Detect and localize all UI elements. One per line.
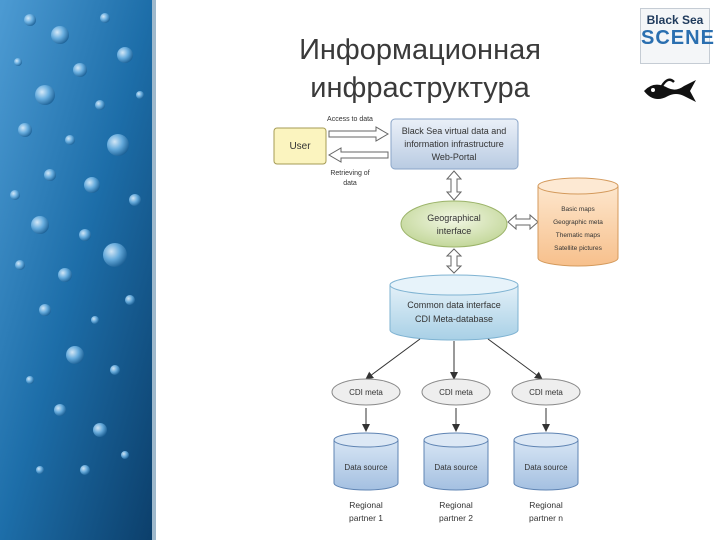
user-label: User bbox=[289, 141, 311, 152]
data-source-2 bbox=[423, 440, 489, 491]
water-bubbles-image bbox=[0, 0, 152, 540]
partner-2-line-2: partner 2 bbox=[439, 513, 473, 523]
cdi-meta-2 bbox=[421, 378, 491, 406]
geo-cdi-arrow bbox=[445, 248, 463, 274]
geo-line-2: interface bbox=[437, 226, 472, 236]
retrieving-label-2: data bbox=[343, 180, 357, 187]
data-source-label-2: Data source bbox=[434, 463, 478, 472]
maps-item-2: Geographic meta bbox=[553, 219, 603, 226]
geo-maps-arrow bbox=[507, 213, 539, 231]
panel-edge bbox=[152, 0, 156, 540]
cdi-to-meta-3 bbox=[487, 338, 543, 380]
cdi-meta-label-3: CDI meta bbox=[529, 388, 563, 397]
cdi-meta-1 bbox=[331, 378, 401, 406]
page-title-line-1: Информационная bbox=[299, 34, 541, 66]
data-source-3 bbox=[513, 440, 579, 491]
cdi-to-meta-1 bbox=[365, 338, 421, 380]
retrieve-arrow bbox=[328, 147, 389, 163]
cdi-database-cylinder bbox=[389, 285, 519, 341]
access-arrow bbox=[328, 126, 389, 142]
partner-2-line-1: Regional bbox=[439, 500, 473, 510]
portal-geo-arrow bbox=[445, 170, 463, 201]
portal-line-3: Web-Portal bbox=[432, 152, 477, 162]
partner-1-line-1: Regional bbox=[349, 500, 383, 510]
retrieving-label-1: Retrieving of bbox=[330, 170, 369, 177]
partner-1-line-2: partner 1 bbox=[349, 513, 383, 523]
portal-line-2: information infrastructure bbox=[404, 139, 504, 149]
data-source-label-3: Data source bbox=[524, 463, 568, 472]
logo-line-2: SCENE bbox=[641, 27, 715, 49]
cdi-meta-label-2: CDI meta bbox=[439, 388, 473, 397]
maps-cylinder bbox=[537, 186, 619, 267]
user-box bbox=[273, 127, 327, 165]
access-label: Access to data bbox=[327, 116, 373, 123]
partner-n-line-2: partner n bbox=[529, 513, 563, 523]
data-source-label-1: Data source bbox=[344, 463, 388, 472]
cdi-line-2: CDI Meta-database bbox=[415, 314, 493, 324]
maps-item-1: Basic maps bbox=[561, 206, 595, 213]
portal-line-1: Black Sea virtual data and bbox=[402, 126, 507, 136]
page-title-line-2: инфраструктура bbox=[310, 72, 530, 104]
maps-item-4: Satellite pictures bbox=[554, 245, 602, 252]
black-sea-scene-logo: Black Sea SCENE bbox=[640, 8, 715, 64]
partner-n-line-1: Regional bbox=[529, 500, 563, 510]
geo-line-1: Geographical bbox=[427, 213, 481, 223]
maps-item-3: Thematic maps bbox=[556, 232, 601, 239]
fish-logo-icon bbox=[644, 78, 696, 102]
cdi-meta-3 bbox=[511, 378, 581, 406]
cdi-line-1: Common data interface bbox=[407, 300, 501, 310]
web-portal-box bbox=[390, 118, 519, 170]
cdi-meta-label-1: CDI meta bbox=[349, 388, 383, 397]
geographical-interface bbox=[400, 200, 508, 248]
data-source-1 bbox=[333, 440, 399, 491]
logo-line-1: Black Sea bbox=[646, 13, 704, 27]
